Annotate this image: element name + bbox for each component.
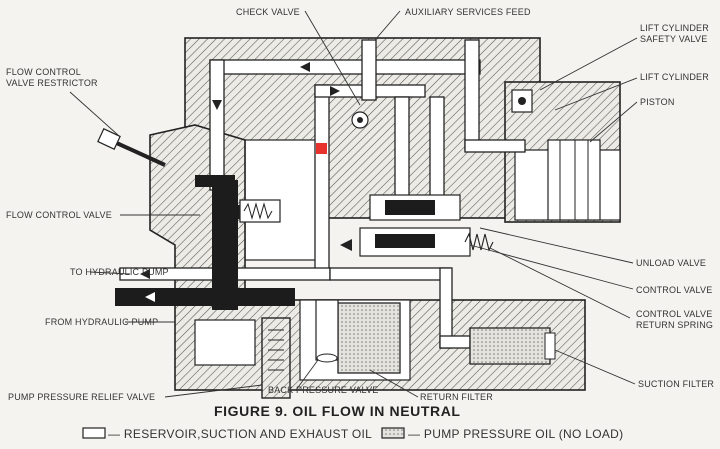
suction-filter	[469, 327, 556, 365]
pump-pressure-relief-valve	[261, 317, 291, 399]
label-unload-valve: UNLOAD VALVE	[636, 258, 706, 268]
label-return-filter: RETURN FILTER	[420, 392, 493, 402]
label-control-valve: CONTROL VALVE	[636, 285, 712, 295]
figure-title: FIGURE 9. OIL FLOW IN NEUTRAL	[214, 403, 461, 419]
oil-passages	[119, 39, 526, 349]
position-marker	[316, 143, 327, 154]
label-back-pressure-valve: BACK PRESSURE VALVE	[268, 385, 379, 395]
label-to-hydraulic-pump: TO HYDRAULIC PUMP	[70, 267, 169, 277]
legend-item-reservoir: — RESERVOIR,SUCTION AND EXHAUST OIL	[108, 427, 372, 441]
label-lift-cylinder-safety-valve-2: SAFETY VALVE	[640, 34, 707, 44]
label-control-valve-return-spring-1: CONTROL VALVE	[636, 309, 712, 319]
lift-piston	[547, 139, 601, 221]
label-check-valve: CHECK VALVE	[236, 7, 300, 17]
flow-arrows	[140, 62, 352, 302]
flow-control-restrictor	[97, 128, 166, 167]
legend-item-pump-pressure: — PUMP PRESSURE OIL (NO LOAD)	[408, 427, 623, 441]
label-flow-control-valve: FLOW CONTROL VALVE	[6, 210, 112, 220]
label-flow-control-valve-restrictor-2: VALVE RESTRICTOR	[6, 78, 98, 88]
label-suction-filter: SUCTION FILTER	[638, 379, 714, 389]
label-flow-control-valve-restrictor-1: FLOW CONTROL	[6, 67, 81, 77]
label-control-valve-return-spring-2: RETURN SPRING	[636, 320, 713, 330]
control-valve-return-spring	[464, 232, 494, 252]
check-valve	[351, 111, 369, 129]
legend-swatch-reservoir	[82, 427, 106, 439]
control-valve-assembly	[359, 194, 494, 257]
label-piston: PISTON	[640, 97, 675, 107]
label-lift-cylinder-safety-valve-1: LIFT CYLINDER	[640, 23, 709, 33]
label-from-hydraulic-pump: FROM HYDRAULIC PUMP	[45, 317, 158, 327]
legend-swatch-pump-pressure	[381, 427, 405, 439]
lift-cylinder-safety-valve	[511, 89, 533, 113]
back-pressure-valve	[315, 299, 339, 361]
leader-lines	[69, 10, 638, 398]
legend: — RESERVOIR,SUCTION AND EXHAUST OIL — PU…	[82, 427, 623, 441]
return-filter	[315, 299, 401, 374]
label-pump-pressure-relief-valve: PUMP PRESSURE RELIEF VALVE	[8, 392, 155, 402]
flow-control-valve	[239, 199, 281, 223]
label-lift-cylinder: LIFT CYLINDER	[640, 72, 709, 82]
label-auxiliary-services-feed: AUXILIARY SERVICES FEED	[405, 7, 531, 17]
